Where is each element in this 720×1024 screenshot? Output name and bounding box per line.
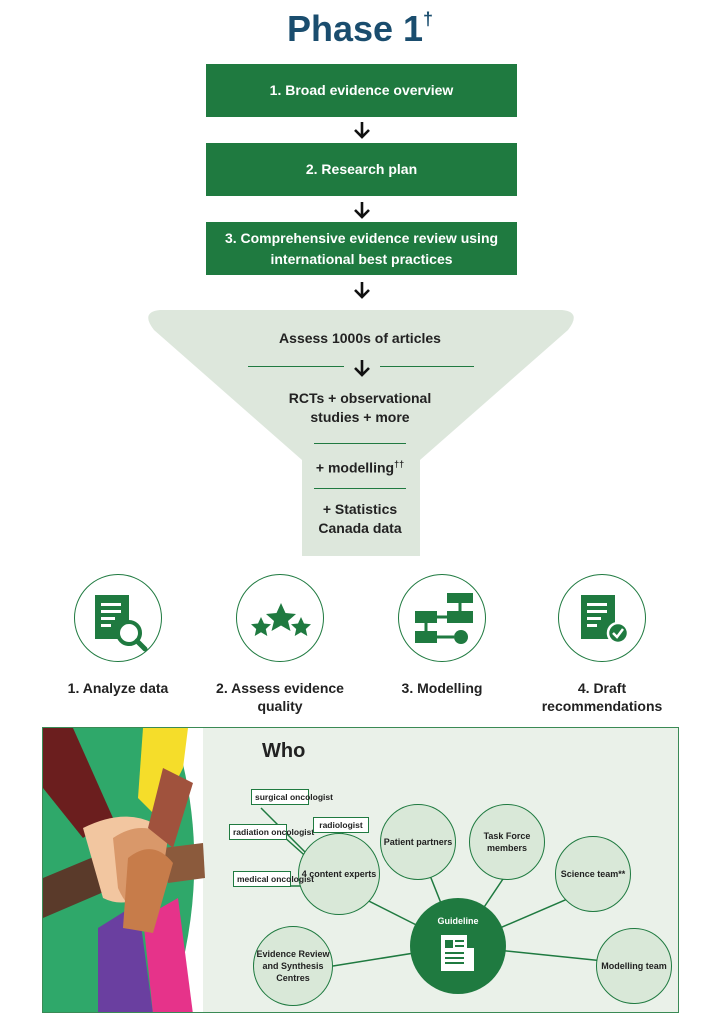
funnel-stats-line2: Canada data [318, 519, 402, 536]
activity-label-assess: 2. Assess evidence quality [195, 679, 365, 715]
draft-recommendations-circle [558, 574, 646, 662]
funnel-divider [248, 366, 344, 367]
patient-partners-label: Patient partners [383, 836, 453, 847]
funnel-divider [380, 366, 474, 367]
step-1-label: 1. Broad evidence overview [269, 82, 454, 99]
guideline-label: Guideline [437, 916, 479, 926]
activity-label-line2: recommendations [541, 698, 663, 715]
modelling-team-label: Modelling team [601, 960, 667, 971]
title-text: Phase 1 [286, 8, 424, 49]
arrow-down-icon [354, 360, 370, 377]
funnel-rcts-line1: RCTs + observational [288, 390, 432, 406]
evidence-funnel [148, 310, 574, 556]
radiation-oncologist-tag: radiation oncologist [229, 824, 314, 841]
activity-label-line1: 1. Analyze data [67, 680, 169, 696]
medical-oncologist-label: medical oncologist [237, 874, 314, 884]
funnel-divider [314, 443, 406, 444]
document-check-icon [581, 595, 630, 645]
content-experts-node: 4 content experts [298, 833, 380, 915]
activity-label-draft: 4. Draft recommendations [517, 679, 687, 715]
step-3-label: 3. Comprehensive evidence review using i… [224, 230, 499, 267]
funnel-divider [314, 488, 406, 489]
assess-quality-circle [236, 574, 324, 662]
who-panel: Who 4 content experts surgical oncologis… [42, 727, 679, 1013]
activity-label-line1: 3. Modelling [401, 680, 483, 696]
radiation-oncologist-label: radiation oncologist [233, 827, 315, 837]
surgical-oncologist-label: surgical oncologist [255, 792, 333, 802]
stars-icon [251, 603, 311, 636]
funnel-modelling: + modelling†† [0, 458, 720, 478]
activity-label-modelling: 3. Modelling [357, 679, 527, 697]
step-1-box: 1. Broad evidence overview [206, 64, 517, 117]
funnel-rcts-line2: studies + more [310, 408, 410, 425]
modelling-circle [398, 574, 486, 662]
radiologist-tag: radiologist [313, 817, 369, 834]
activity-label-line1: 2. Assess evidence [216, 680, 344, 696]
funnel-stats-line1: + Statistics [322, 501, 398, 517]
title-dagger: † [423, 9, 434, 29]
funnel-modelling-mark: †† [394, 459, 405, 469]
patient-partners-node: Patient partners [380, 804, 456, 880]
modelling-team-node: Modelling team [596, 928, 672, 1004]
newspaper-icon [441, 935, 474, 971]
medical-oncologist-tag: medical oncologist [233, 871, 314, 888]
who-title: Who [262, 740, 306, 762]
task-force-label: Task Force members [483, 830, 531, 853]
step-3-box: 3. Comprehensive evidence review using i… [206, 222, 517, 275]
page-title: Phase 1† [0, 8, 720, 50]
flowchart-icon [415, 593, 473, 644]
funnel-assess: Assess 1000s of articles [279, 330, 441, 346]
arrow-down-icon [354, 122, 370, 139]
step-2-box: 2. Research plan [206, 143, 517, 196]
guideline-node: Guideline [410, 898, 506, 994]
science-team-node: Science team** [555, 836, 631, 912]
activity-label-analyze: 1. Analyze data [33, 679, 203, 697]
evidence-centres-label: Evidence Review and Synthesis Centres [256, 948, 330, 984]
activity-label-line1: 4. Draft [577, 680, 627, 696]
arrow-down-icon [354, 282, 370, 299]
radiologist-label: radiologist [319, 820, 363, 830]
step-2-label: 2. Research plan [305, 161, 418, 178]
document-magnifier-icon [95, 595, 148, 652]
content-experts-label: 4 content experts [301, 868, 377, 879]
activity-label-line2: quality [257, 698, 303, 715]
funnel-rcts: RCTs + observational studies + more [0, 389, 720, 427]
surgical-oncologist-tag: surgical oncologist [251, 789, 333, 806]
arrow-down-icon [354, 202, 370, 219]
hands-illustration [43, 728, 205, 1012]
funnel-modelling-text: + modelling [315, 459, 395, 476]
evidence-centres-node: Evidence Review and Synthesis Centres [253, 926, 333, 1006]
task-force-node: Task Force members [469, 804, 545, 880]
analyze-data-circle [74, 574, 162, 662]
science-team-label: Science team** [560, 868, 626, 879]
